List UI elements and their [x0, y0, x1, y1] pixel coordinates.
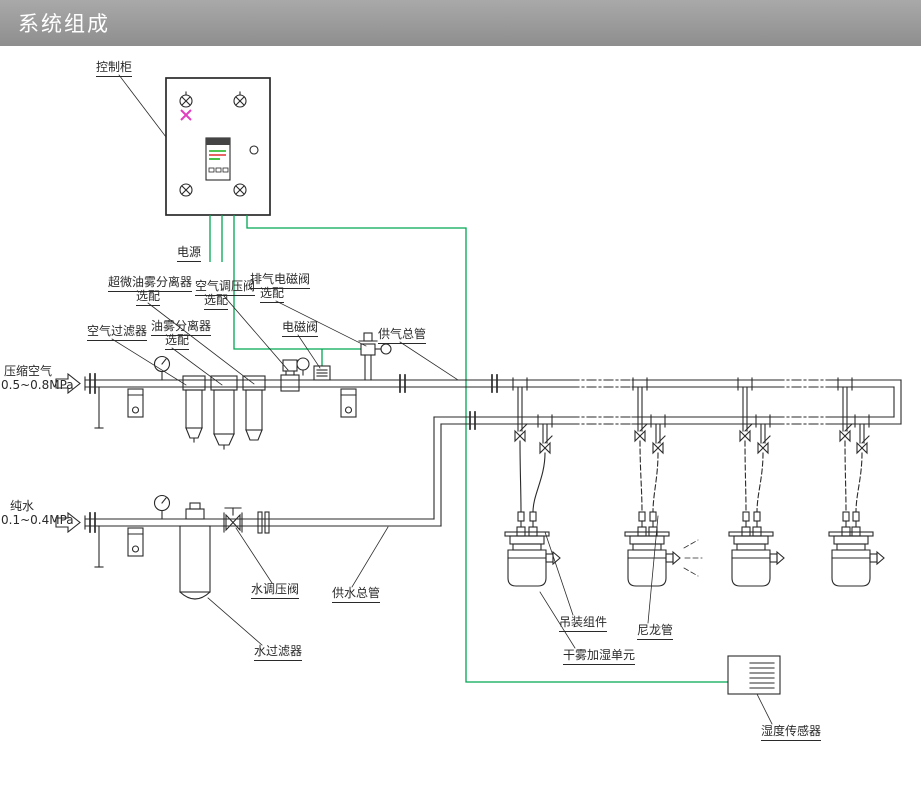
fog-unit-2: [624, 377, 703, 587]
label-nylon-tube: 尼龙管: [637, 623, 674, 640]
label-water-supply-main: 供水总管: [332, 586, 381, 603]
leader-lines: [111, 74, 773, 725]
water-supply-line: [84, 416, 442, 530]
label-water-filter: 水过滤器: [254, 644, 303, 661]
air-line-components: [55, 332, 498, 450]
humidity-sensor-graphic: [727, 655, 781, 695]
label-air-regulator-optional: 选配: [204, 293, 229, 310]
page-title: 系统组成: [18, 12, 110, 36]
label-air-supply-main: 供气总管: [378, 327, 427, 344]
water-line-components: [55, 494, 270, 600]
exhaust-solenoid-graphic: [358, 332, 392, 381]
label-ultra-fine-separator: 超微油雾分离器: [108, 275, 193, 292]
label-compressed-air-pressure: 0.5~0.8MPa: [1, 378, 74, 392]
air-filter-graphic: [182, 375, 206, 443]
label-humidity-sensor: 湿度传感器: [761, 724, 822, 741]
label-oil-mist-optional: 选配: [165, 333, 190, 350]
water-inlet-arrow-icon: [55, 511, 81, 534]
fog-spray-icon: [683, 539, 703, 577]
label-pure-water-pressure: 0.1~0.4MPa: [1, 513, 74, 527]
air-regulator-graphic: [280, 357, 310, 392]
label-solenoid-valve: 电磁阀: [282, 320, 319, 337]
water-pressure-gauge-icon: [153, 494, 171, 520]
header-bar: 系统组成: [0, 0, 921, 46]
solenoid-valve-graphic: [313, 365, 331, 381]
label-control-cabinet: 控制柜: [96, 60, 133, 77]
label-ultra-fine-optional: 选配: [136, 289, 161, 306]
control-cabinet-graphic: [165, 77, 271, 216]
ultra-fine-separator-graphic: [242, 375, 266, 441]
label-water-regulator: 水调压阀: [251, 582, 300, 599]
pressure-gauge-icon: [153, 355, 171, 381]
water-filter-graphic: [179, 502, 211, 600]
water-supply-header: [433, 411, 902, 430]
label-pure-water: 纯水: [10, 499, 35, 513]
fog-unit-1: [504, 377, 561, 587]
label-air-filter: 空气过滤器: [87, 324, 148, 341]
label-air-regulator: 空气调压阀: [195, 279, 256, 296]
oil-mist-separator-graphic: [210, 375, 238, 450]
label-compressed-air: 压缩空气: [4, 364, 53, 378]
fog-unit-4: [828, 377, 885, 587]
control-wires: [209, 215, 728, 683]
label-hanging-assembly: 吊装组件: [559, 615, 608, 632]
label-exhaust-solenoid: 排气电磁阀: [250, 272, 311, 289]
water-regulator-graphic: [223, 507, 243, 533]
label-exhaust-solenoid-optional: 选配: [260, 286, 285, 303]
fog-unit-3: [728, 377, 785, 587]
label-oil-mist-separator: 油雾分离器: [151, 319, 212, 336]
label-power: 电源: [177, 245, 202, 262]
alarm-indicator-icon: [180, 109, 226, 160]
label-dry-fog-unit: 干雾加湿单元: [563, 648, 636, 665]
air-inlet-arrow-icon: [55, 372, 81, 395]
